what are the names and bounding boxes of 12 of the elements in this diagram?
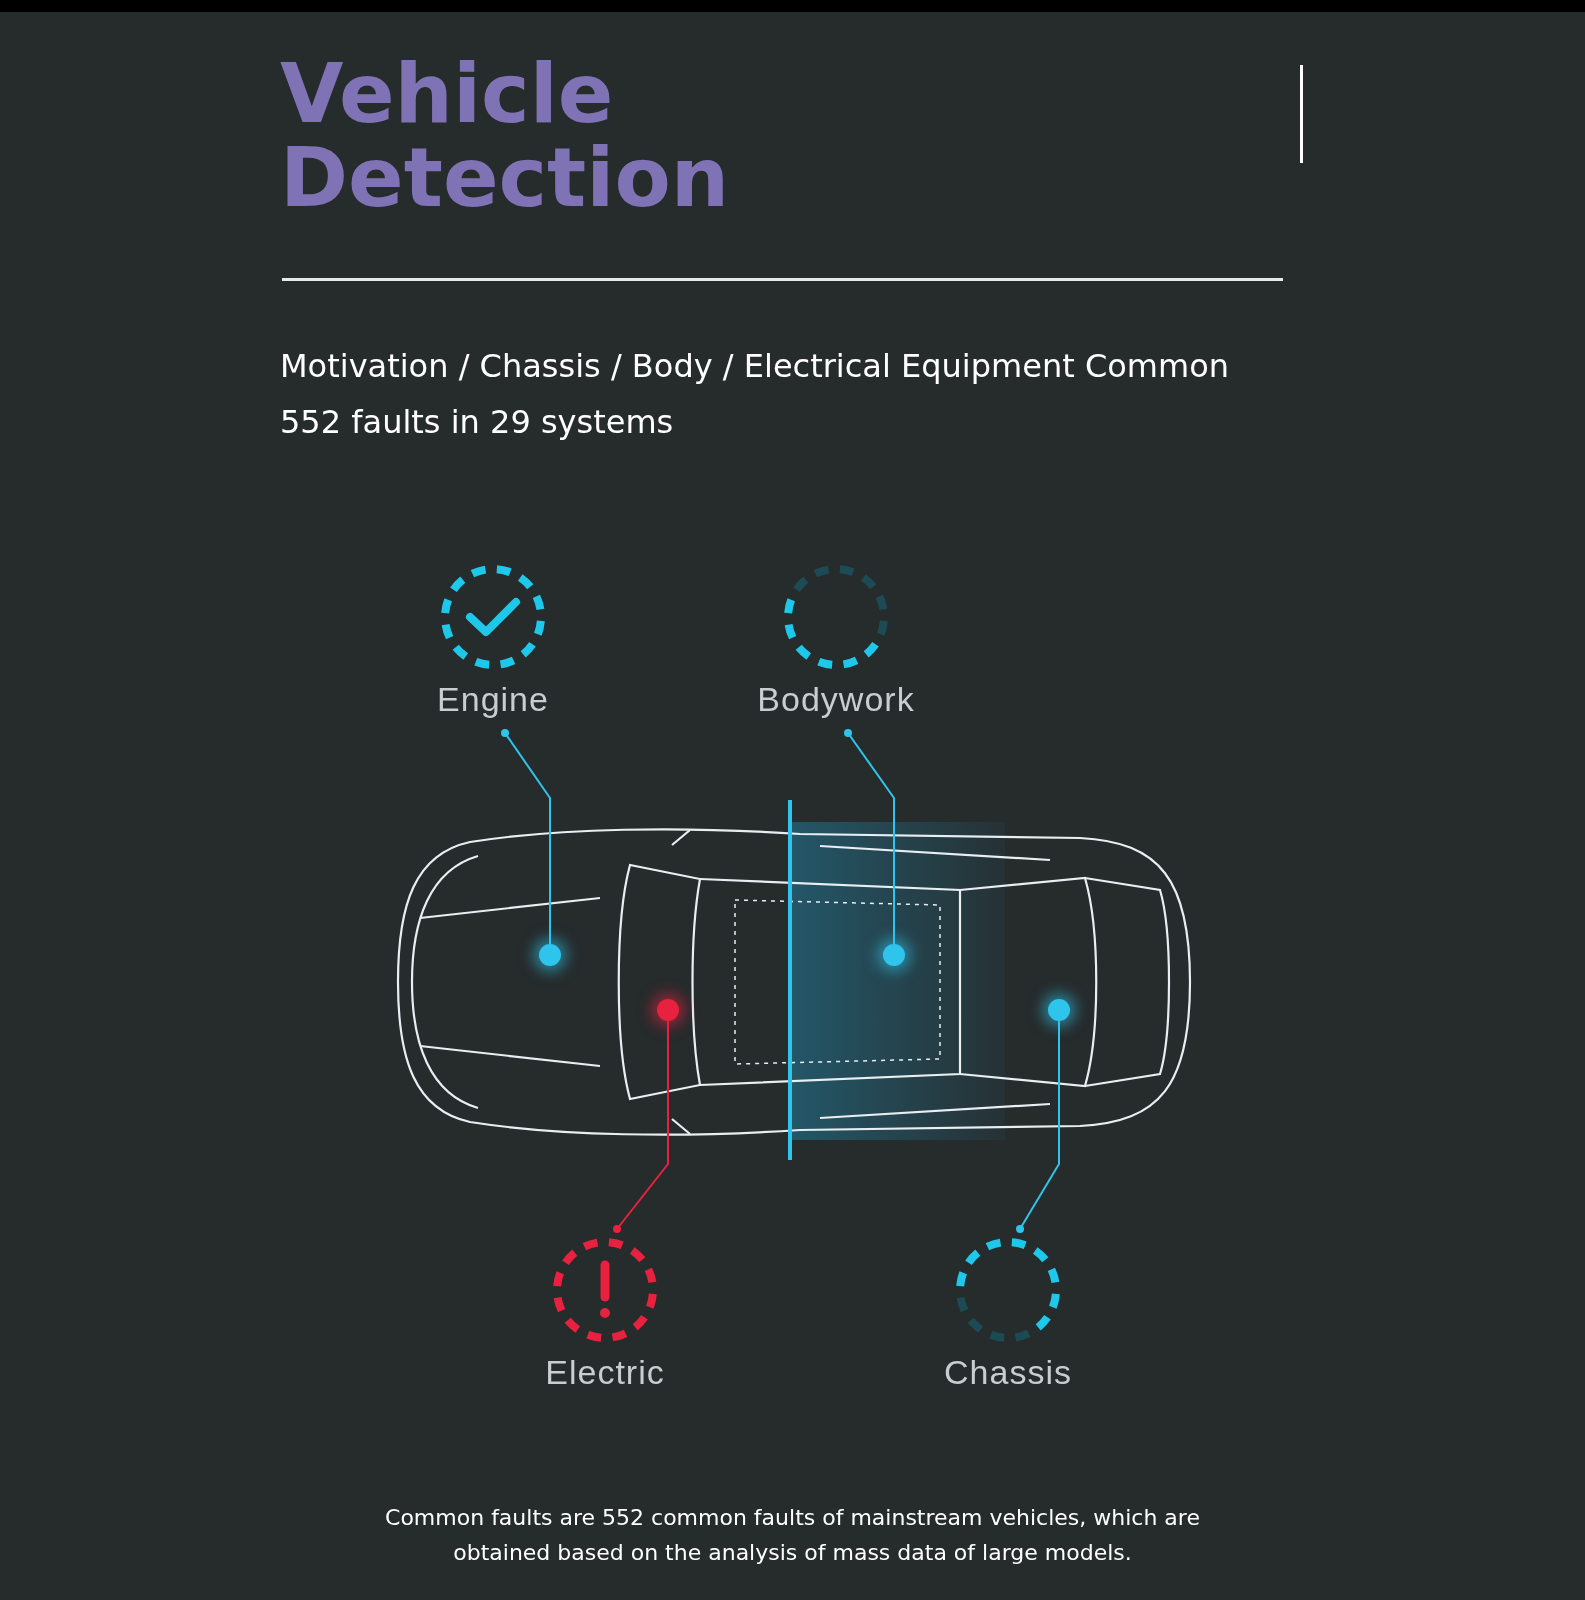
hotspot-dot [657,999,679,1021]
subtitle: Motivation / Chassis / Body / Electrical Equipment Common 552 faults in 29 systems [280,346,1230,443]
label: Electric [544,1353,666,1392]
caption: Common faults are 552 common faults of mainstream vehicles, which are obtained based on the analysis of mass data of large models. [384,1504,1201,1567]
label: Bodywork [756,680,916,719]
leader-line [501,729,551,945]
label: Engine [436,680,550,719]
title: Vehicle Detection [280,52,731,220]
hotspot-dot [1048,999,1070,1021]
leader-line [844,729,895,945]
label: Chassis [943,1353,1073,1392]
hotspot-dot [539,944,561,966]
